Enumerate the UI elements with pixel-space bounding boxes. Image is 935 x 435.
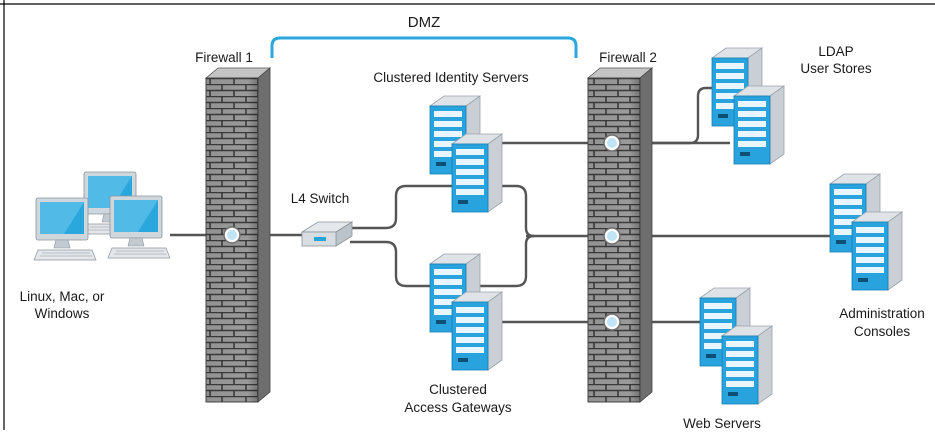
web-servers-label: Web Servers (683, 416, 761, 430)
clients-label-line2: Windows (35, 306, 90, 321)
dmz-label: DMZ (408, 14, 441, 31)
client-workstations: Linux, Mac, or Windows (20, 171, 171, 321)
server-icon (451, 133, 503, 213)
server-icon (733, 85, 785, 165)
ldap-user-stores: LDAP User Stores (711, 44, 872, 165)
firewall-1: Firewall 1 (195, 50, 272, 403)
workstation-icon (107, 195, 171, 259)
ldap-label-line2: User Stores (800, 61, 872, 76)
ldap-label-line1: LDAP (818, 44, 853, 59)
identity-servers-label: Clustered Identity Servers (373, 70, 529, 85)
workstation-icon (33, 197, 97, 261)
firewall-2-label: Firewall 2 (599, 50, 657, 65)
server-icon (851, 211, 903, 291)
l4-switch: L4 Switch (291, 191, 354, 247)
server-icon (721, 325, 773, 405)
port-icon (603, 313, 621, 331)
clients-label-line1: Linux, Mac, or (20, 289, 105, 304)
firewall-1-label: Firewall 1 (195, 50, 253, 65)
gateways-label-line2: Access Gateways (404, 400, 512, 415)
gateways-label-line1: Clustered (429, 382, 487, 397)
switch-icon (300, 221, 354, 247)
admin-label-line1: Administration (839, 306, 925, 321)
port-icon (223, 226, 241, 244)
port-icon (603, 134, 621, 152)
access-gateway-cluster: Clustered Access Gateways (404, 253, 512, 415)
identity-server-cluster: Clustered Identity Servers (373, 70, 529, 213)
administration-consoles: Administration Consoles (829, 173, 925, 339)
port-icon (603, 227, 621, 245)
web-servers: Web Servers (683, 287, 773, 431)
firewall-2: Firewall 2 (586, 50, 657, 403)
server-icon (451, 291, 503, 371)
l4-switch-label: L4 Switch (291, 191, 350, 206)
admin-label-line2: Consoles (854, 324, 911, 339)
dmz-bracket (270, 36, 578, 58)
